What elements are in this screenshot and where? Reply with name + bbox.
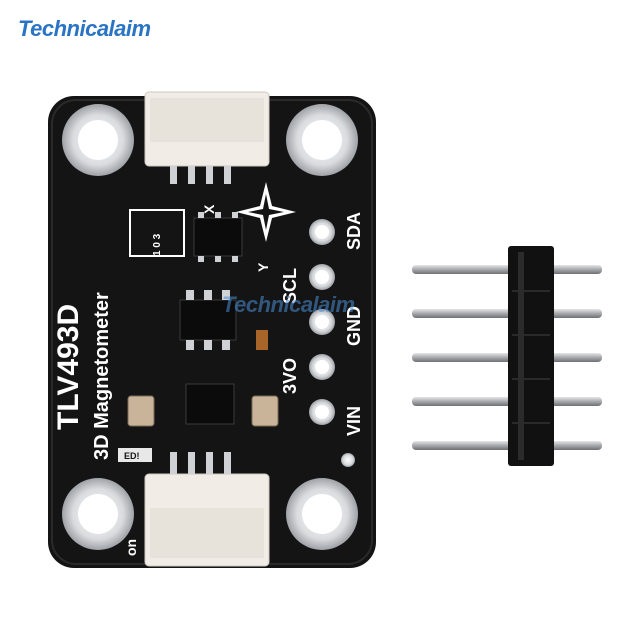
chip-marking: 1 0 3	[152, 233, 163, 256]
mounting-hole	[286, 478, 358, 550]
resistor	[256, 330, 268, 350]
axis-label-x: X	[201, 204, 217, 214]
pin-label-sda: SDA	[344, 212, 364, 250]
pin-pad-3vo	[309, 354, 335, 380]
axis-compass-icon	[236, 182, 296, 242]
header-pin	[412, 397, 602, 406]
pin-label-gnd: GND	[344, 306, 364, 346]
pin-pad-sda	[309, 219, 335, 245]
brand-logo: Technicalaim	[18, 16, 151, 41]
pcb-board: TLV493D 3D Magnetometer 1 0 3 X Y ED! on…	[48, 91, 376, 568]
magnetometer-chip	[193, 212, 243, 262]
board-subtitle: 3D Magnetometer	[91, 292, 113, 460]
brand-watermark: Technicalaim	[222, 292, 355, 317]
pin-pad-vin	[309, 399, 335, 425]
resistor-array-outline	[129, 209, 185, 257]
board-title: TLV493D	[52, 304, 85, 430]
led-label: ED!	[124, 451, 140, 461]
pin-pad-gnd	[309, 309, 335, 335]
pin-header-strip	[412, 246, 602, 466]
level-shifter-chip	[185, 383, 235, 425]
header-pin	[412, 309, 602, 318]
via-pad	[341, 453, 355, 467]
header-pin	[412, 265, 602, 274]
mounting-hole	[286, 104, 358, 176]
pin-label-vin: VIN	[344, 406, 364, 436]
axis-label-y: Y	[255, 262, 271, 272]
switch-label: on	[123, 539, 139, 556]
status-led	[118, 448, 152, 462]
bottom-stemma-connector	[144, 452, 270, 567]
pin-label-3vo: 3VO	[280, 358, 300, 394]
mounting-hole	[62, 104, 134, 176]
pin-label-scl: SCL	[280, 268, 300, 304]
mounting-hole	[62, 478, 134, 550]
regulator-chip	[179, 290, 237, 350]
capacitor	[127, 395, 155, 427]
top-stemma-connector	[144, 91, 270, 184]
header-pin	[412, 353, 602, 362]
pin-pad-scl	[309, 264, 335, 290]
header-pin	[412, 441, 602, 450]
capacitor	[251, 395, 279, 427]
header-housing	[508, 246, 554, 466]
